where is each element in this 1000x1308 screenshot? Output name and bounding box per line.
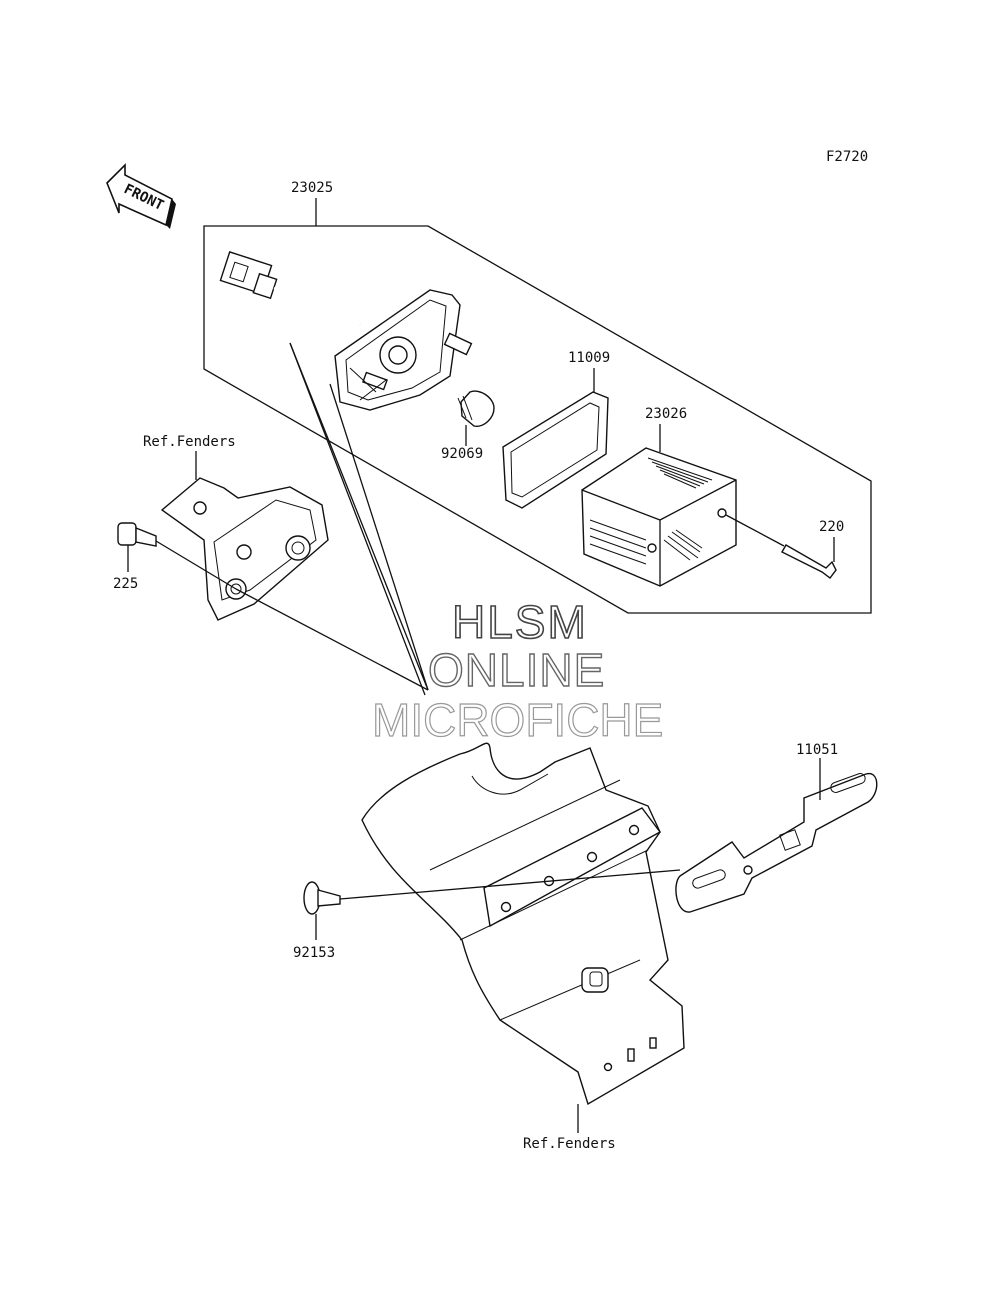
callout-220: 220 [819, 519, 844, 535]
bolt-225 [117, 522, 237, 590]
assembly-23025-outline [203, 225, 872, 614]
rear-fender [361, 742, 685, 1106]
callout-225: 225 [113, 576, 138, 592]
tail-lamp-housing [219, 251, 473, 411]
callout-11009: 11009 [568, 350, 610, 366]
leader-housing-mount-a [289, 342, 426, 696]
bulb [457, 390, 495, 446]
front-arrow-icon: FRONT [106, 163, 176, 229]
screw-92153 [303, 869, 681, 940]
figure-code: F2720 [826, 149, 868, 165]
lamp-mount-bracket [160, 477, 429, 691]
callout-23026: 23026 [645, 406, 687, 422]
callout-ref-fenders-top: Ref.Fenders [143, 434, 236, 450]
watermark-line1: HLSM [452, 596, 588, 648]
leader-housing-mount-b [289, 342, 429, 691]
lens [581, 447, 737, 587]
callout-23025: 23025 [291, 180, 333, 196]
gasket [502, 391, 609, 509]
callout-ref-fenders-bottom: Ref.Fenders [523, 1136, 616, 1152]
callout-92069: 92069 [441, 446, 483, 462]
screw-220 [725, 514, 837, 579]
callout-92153: 92153 [293, 945, 335, 961]
watermark-line3: MICROFICHE [372, 694, 663, 746]
license-bracket [675, 758, 878, 913]
watermark-line2: ONLINE [428, 644, 605, 696]
callout-11051: 11051 [796, 742, 838, 758]
leader-housing-mount-c [329, 383, 429, 691]
